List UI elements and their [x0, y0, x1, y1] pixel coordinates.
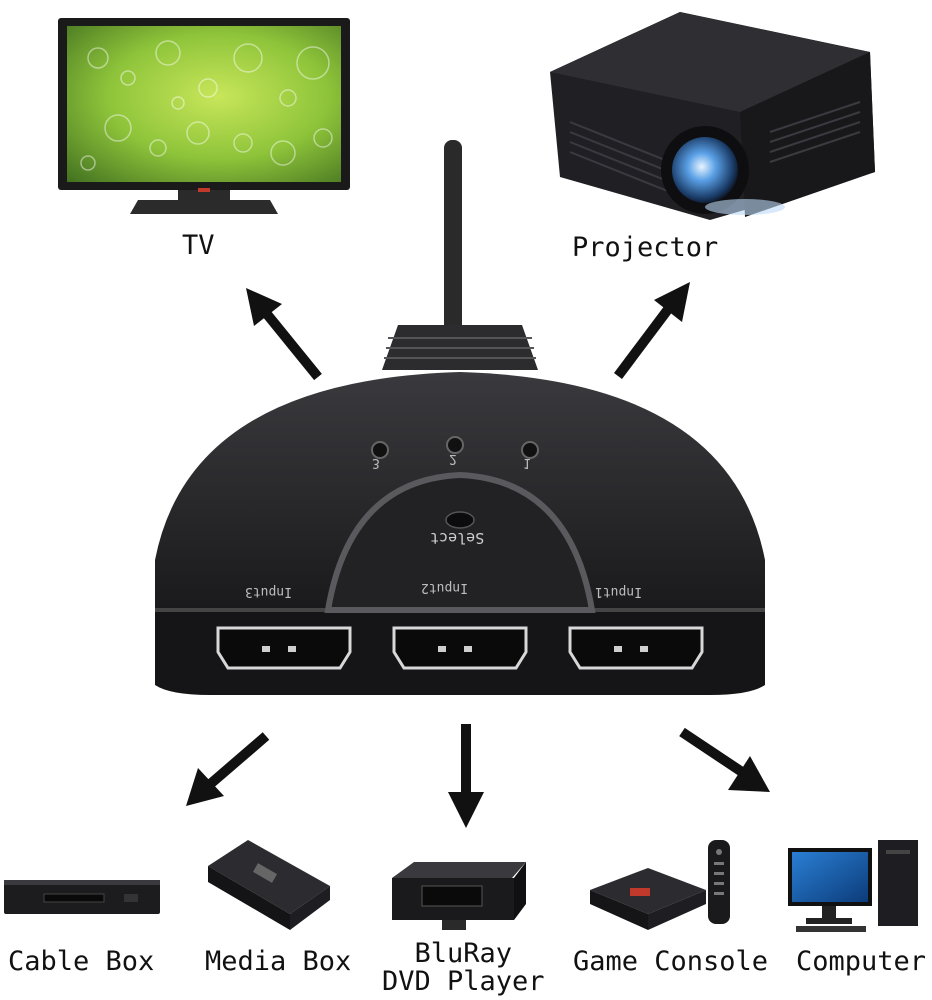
game-console-label: Game Console [573, 946, 769, 977]
tv-image [58, 18, 350, 223]
switch-led-label-1: 1 [523, 455, 531, 470]
bluray-player-image [386, 856, 532, 936]
arrow-from-bluray-icon [448, 724, 484, 828]
cable-box-image [4, 874, 160, 920]
switch-select-label: Select [430, 529, 485, 547]
projector-label: Projector [572, 232, 719, 263]
switch-led-label-2: 2 [449, 451, 457, 466]
cable-box-label: Cable Box [8, 946, 155, 977]
media-box-image [204, 838, 334, 938]
bluray-label: BluRay DVD Player [382, 938, 545, 998]
arrow-to-projector-icon [614, 282, 690, 379]
hdmi-switch-image [150, 140, 770, 700]
switch-port-label-3: Input3 [245, 584, 292, 599]
arrow-to-tv-icon [246, 288, 322, 381]
arrow-from-game-console-icon [679, 727, 770, 792]
computer-image [786, 836, 920, 936]
switch-port-label-1: Input1 [595, 584, 642, 599]
tv-label: TV [182, 230, 215, 261]
arrow-from-cable-box-icon [186, 732, 270, 806]
game-console-image [588, 838, 738, 938]
computer-label: Computer [796, 946, 927, 977]
switch-led-label-3: 3 [372, 455, 380, 470]
switch-port-label-2: Input2 [421, 580, 468, 595]
bluray-label-line1: BluRay [414, 938, 513, 969]
projector-image [540, 2, 880, 227]
bluray-label-line2: DVD Player [382, 966, 545, 998]
media-box-label: Media Box [205, 946, 352, 977]
